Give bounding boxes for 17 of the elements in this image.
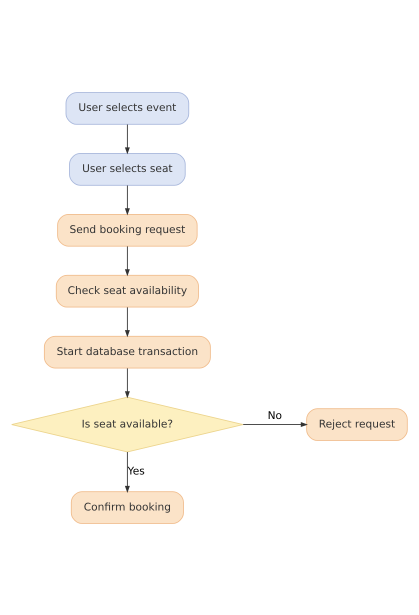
- node-box: Check seat availability: [56, 274, 199, 308]
- arrow: [124, 451, 130, 492]
- node-box: Confirm booking: [70, 490, 184, 524]
- arrow: [124, 245, 130, 276]
- arrow: [124, 184, 130, 215]
- arrow: [124, 367, 130, 398]
- arrow: [124, 306, 130, 337]
- edge-label: Yes: [128, 465, 145, 478]
- node-box: Reject request: [306, 408, 408, 440]
- arrow: [124, 124, 130, 154]
- node-box: Start database transaction: [44, 335, 211, 368]
- edge-label: No: [268, 409, 282, 422]
- node-box: User selects event: [66, 92, 190, 124]
- arrow: [242, 422, 308, 427]
- node-box: User selects seat: [69, 152, 186, 186]
- node-diamond: Is seat available?: [11, 396, 244, 452]
- node-box: Send booking request: [57, 213, 198, 246]
